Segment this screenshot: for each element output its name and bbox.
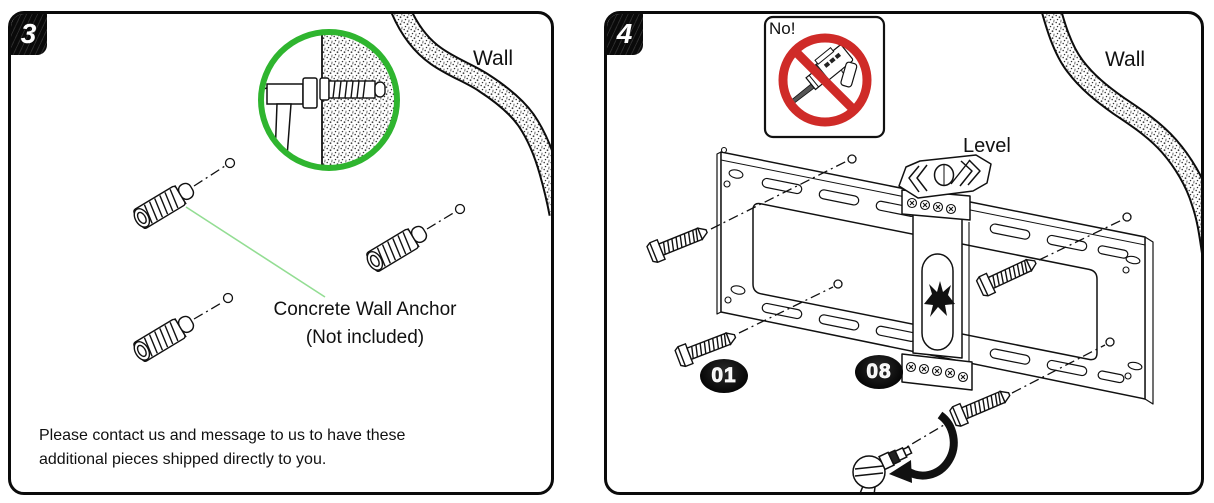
step-number-badge: 3 [11,14,47,55]
step-number: 4 [616,18,633,49]
bubble-level-icon [898,154,992,199]
wall-anchor-icon [319,77,386,101]
panel-step-3: 3 [8,11,554,495]
contact-note-line1: Please contact us and message to us to h… [39,427,406,444]
anchor-caption-line1: Concrete Wall Anchor [273,299,457,320]
panel-step-4: 4 [604,11,1204,495]
no-drill-warning [763,15,886,139]
rotation-arrow-icon [889,411,958,483]
anchor-caption-line2: (Not included) [305,327,425,348]
step-number-badge: 4 [607,14,643,55]
wall-label: Wall [1105,48,1146,71]
level-leader-line [950,159,971,185]
lag-bolt-icon [645,154,857,265]
wall-edge-texture [391,14,551,216]
part-number: 08 [866,360,892,384]
part-number-badge: 08 [855,355,903,389]
caption-leader-line [185,206,326,298]
concrete-anchor-icon [362,203,466,275]
hammer-icon [261,77,318,158]
magnifier-detail-circle [258,29,400,171]
part-number: 01 [711,364,737,388]
step4-illustration [645,14,1201,492]
lag-bolt-icon [673,279,843,369]
prohibition-icon [778,33,872,127]
concrete-anchor-icon [129,292,234,365]
socket-wrench-icon [852,445,913,492]
no-label: No! [769,19,796,38]
wall-label: Wall [473,47,514,70]
part-number-badge: 01 [700,359,748,393]
contact-note-line2: additional pieces shipped directly to yo… [39,451,327,468]
step3-illustration [129,14,551,365]
wall-edge-texture [1041,14,1201,254]
level-label: Level [963,135,1011,157]
wall-plate-bracket [716,146,1154,405]
lag-bolt-icon [974,212,1132,299]
lag-bolt-icon [894,337,1115,455]
step-number: 3 [20,18,37,49]
concrete-anchor-icon [129,157,236,232]
brand-logo [924,281,955,317]
